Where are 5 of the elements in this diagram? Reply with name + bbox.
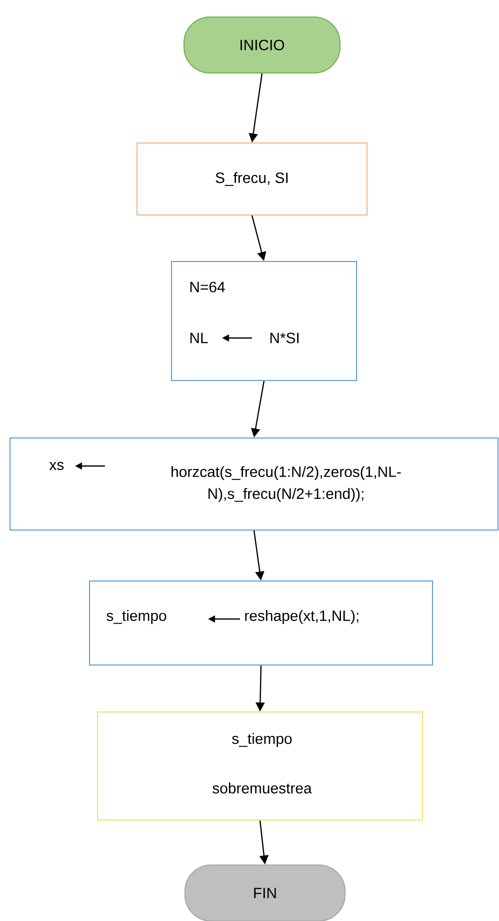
data-parallelogram: S_frecu, SI bbox=[136, 142, 368, 216]
process-box: xs horzcat(s_frecu(1:N/2),zeros(1,NL- N),s_frecu(N/2+1:end)); bbox=[10, 438, 498, 530]
data-parallelogram: s_tiempo sobremuestrea bbox=[97, 712, 423, 820]
process-box: N=64 NL N*SI bbox=[171, 261, 357, 381]
process-box: s_tiempo reshape(xt,1,NL); bbox=[89, 580, 433, 666]
